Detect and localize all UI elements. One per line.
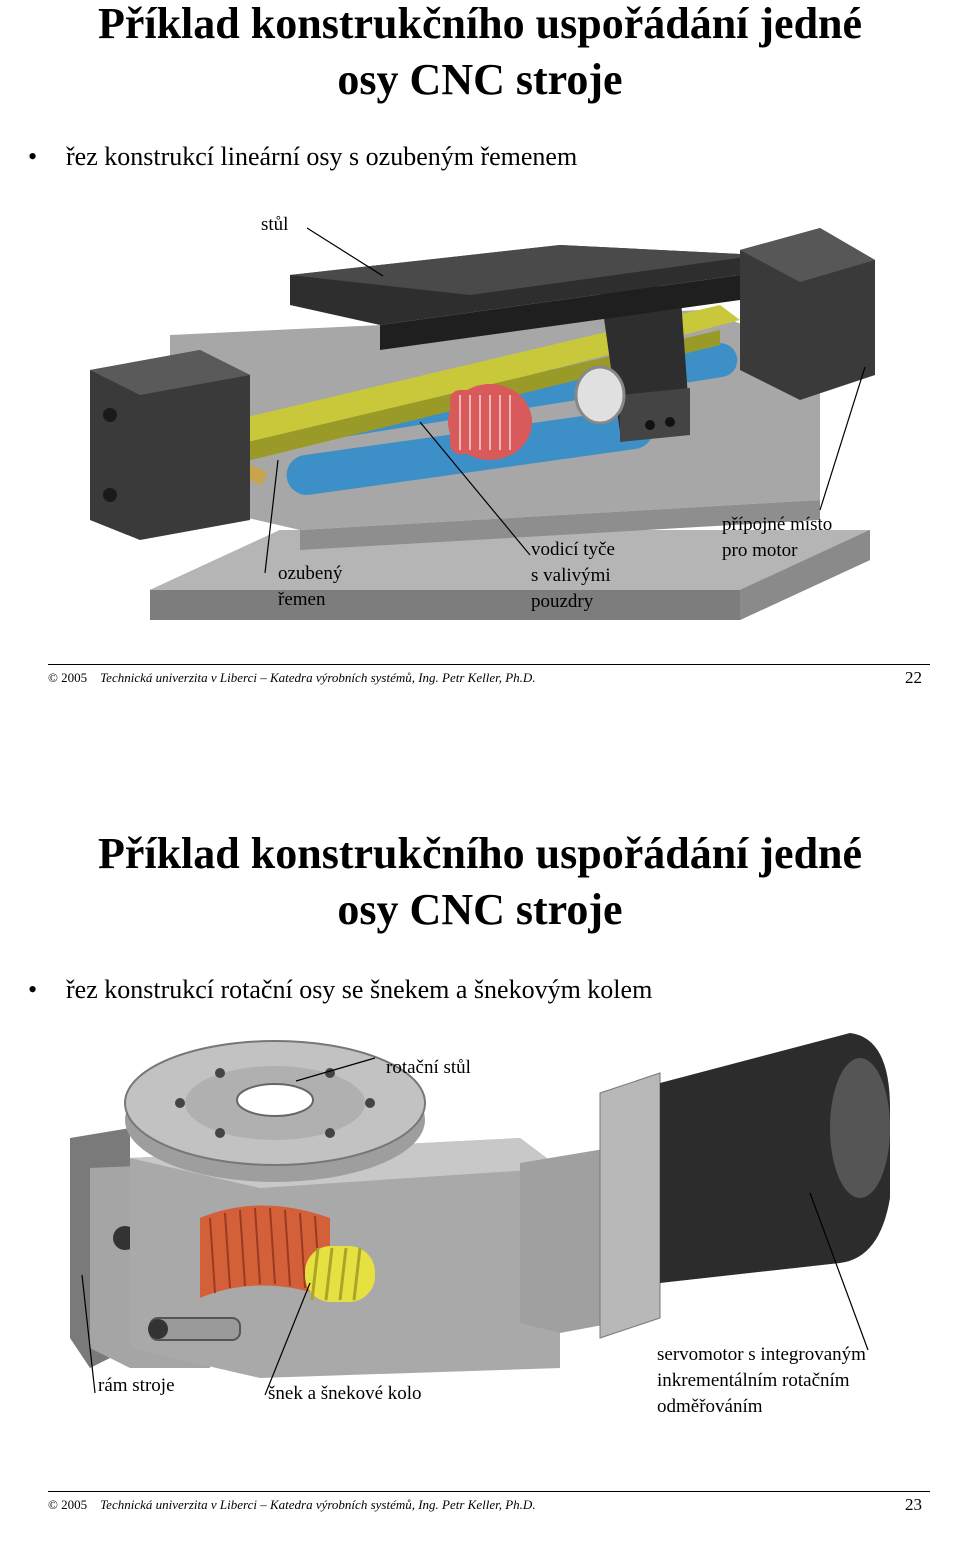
- bullet-symbol: •: [28, 975, 38, 1004]
- bullet-symbol: •: [28, 142, 38, 171]
- label-servo-line-3: odměřováním: [657, 1396, 763, 1417]
- label-motor-line-1: přípojné místo: [722, 514, 833, 535]
- linear-axis-illustration: [90, 227, 875, 620]
- slide-title: Příklad konstrukčního uspořádání jedné o…: [0, 0, 960, 108]
- title-line-2: osy CNC stroje: [337, 885, 623, 934]
- page-number: 22: [905, 668, 922, 687]
- slide-title: Příklad konstrukčního uspořádání jedné o…: [0, 826, 960, 938]
- slide-footer: © 2005 Technická univerzita v Liberci – …: [48, 664, 930, 691]
- label-machine-frame: rám stroje: [98, 1375, 175, 1396]
- footer-copyright: © 2005: [48, 670, 88, 685]
- label-motor-line-2: pro motor: [722, 540, 798, 561]
- footer-copyright: © 2005: [48, 1497, 88, 1512]
- label-belt-line-1: ozubený: [278, 563, 343, 584]
- bullet-item: • řez konstrukcí lineární osy s ozubeným …: [28, 141, 577, 173]
- label-servo-line-1: servomotor s integrovaným: [657, 1344, 866, 1365]
- label-belt-line-2: řemen: [278, 589, 326, 610]
- label-rods-line-2: s valivými: [531, 565, 611, 586]
- footer-text: Technická univerzita v Liberci – Katedra…: [100, 670, 536, 685]
- rotary-axis-illustration: [70, 1033, 890, 1396]
- label-rods-line-1: vodicí tyče: [531, 539, 615, 560]
- label-worm-and-wheel: šnek a šnekové kolo: [268, 1383, 422, 1404]
- label-rods-line-3: pouzdry: [531, 591, 594, 612]
- slide-footer: © 2005 Technická univerzita v Liberci – …: [48, 1491, 930, 1518]
- title-line-2: osy CNC stroje: [337, 55, 623, 104]
- footer-text: Technická univerzita v Liberci – Katedra…: [100, 1497, 536, 1512]
- slide-22: Příklad konstrukčního uspořádání jedné o…: [0, 0, 960, 700]
- label-rotary-table: rotační stůl: [386, 1057, 471, 1078]
- bullet-text: řez konstrukcí lineární osy s ozubeným ř…: [66, 142, 578, 171]
- label-table: stůl: [261, 214, 289, 235]
- bullet-text: řez konstrukcí rotační osy se šnekem a š…: [66, 975, 653, 1004]
- title-line-1: Příklad konstrukčního uspořádání jedné: [97, 0, 863, 48]
- page-number: 23: [905, 1495, 922, 1514]
- title-line-1: Příklad konstrukčního uspořádání jedné: [97, 829, 863, 878]
- slide-23: Příklad konstrukčního uspořádání jedné o…: [0, 818, 960, 1516]
- bullet-item: • řez konstrukcí rotační osy se šnekem a …: [28, 974, 652, 1006]
- label-servo-line-2: inkrementálním rotačním: [657, 1370, 850, 1391]
